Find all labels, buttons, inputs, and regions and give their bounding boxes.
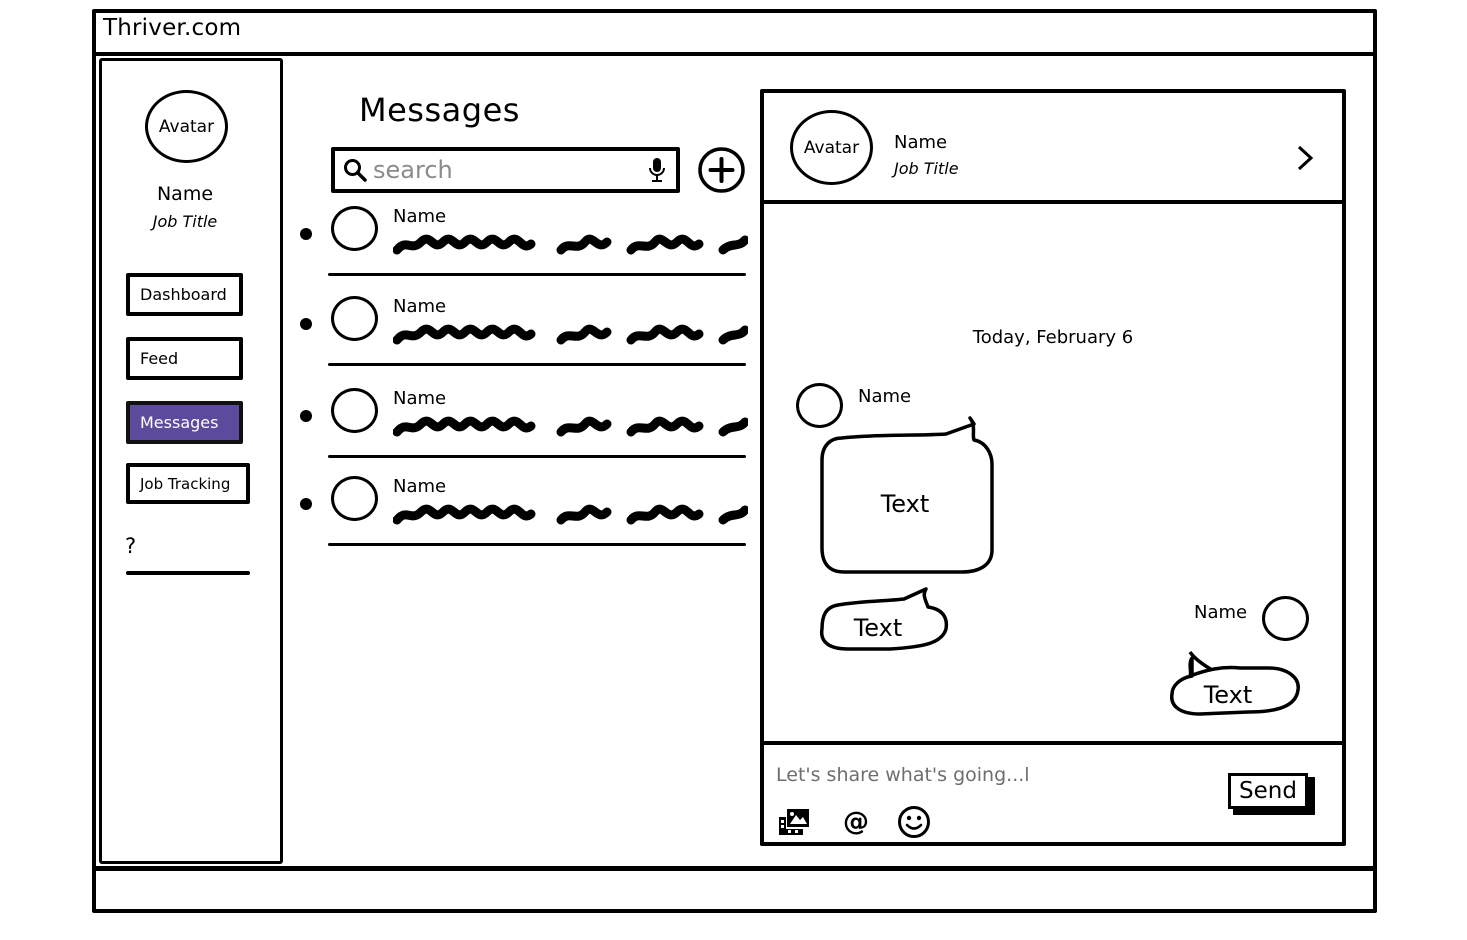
nav-job-tracking[interactable]: Job Tracking [126,463,250,504]
list-divider [328,543,746,546]
message-preview-scribble [393,234,748,255]
search-input[interactable]: search [373,156,453,184]
unread-dot [300,410,312,422]
sidebar [99,58,283,864]
list-divider [328,273,746,276]
plus-circle-icon [698,147,745,193]
send-button[interactable]: Send [1228,773,1308,809]
nav-dashboard[interactable]: Dashboard [126,273,243,316]
chat-contact-job-title: Job Title [894,159,959,178]
image-gallery-icon [779,809,809,835]
message-bubble [1170,650,1300,716]
nav-label: Dashboard [140,285,227,304]
message-text: Text [853,614,903,642]
message-bubble [820,416,994,574]
unread-dot [300,318,312,330]
attach-media-button[interactable] [776,805,812,839]
message-input[interactable] [776,760,1206,790]
message-text: Text [880,490,930,518]
nav-messages[interactable]: Messages [126,401,243,444]
sender-name: Name [858,386,912,407]
contact-avatar [331,476,378,521]
user-name: Name [156,183,214,205]
site-title: Thriver.com [103,15,242,41]
avatar-label: Avatar [803,137,860,158]
composer-divider [760,741,1346,745]
help-link[interactable]: ? [125,534,137,558]
user-avatar[interactable]: Avatar [145,90,228,163]
avatar-label: Avatar [158,116,215,137]
message-bubble [819,587,949,651]
unread-dot [300,228,312,240]
sender-avatar [1262,596,1309,641]
unread-dot [300,498,312,510]
message-text: Text [1203,681,1253,709]
user-job-title: Job Title [152,212,218,231]
conversation-item[interactable]: Name [296,476,748,566]
list-divider [328,455,746,458]
contact-name: Name [393,296,447,317]
send-label: Send [1239,778,1297,804]
chat-details-button[interactable] [1293,143,1317,173]
nav-label: Feed [140,349,179,368]
nav-feed[interactable]: Feed [126,337,243,380]
new-message-button[interactable] [698,147,745,193]
sender-avatar [796,383,843,428]
date-separator: Today, February 6 [972,327,1134,348]
help-underline [126,571,250,575]
contact-name: Name [393,476,447,497]
contact-avatar [331,388,378,433]
chat-contact-avatar[interactable]: Avatar [790,110,873,185]
list-divider [328,363,746,366]
chevron-right-icon [1297,145,1314,171]
message-preview-scribble [393,416,748,437]
chat-header [760,89,1346,204]
contact-name: Name [393,206,447,227]
title-bar [92,9,1377,56]
mention-icon: @ [843,807,869,837]
conversation-item[interactable]: Name [296,296,748,386]
message-preview-scribble [393,324,748,345]
microphone-icon[interactable] [648,157,666,183]
emoji-button[interactable] [896,805,932,839]
mention-button[interactable]: @ [838,805,874,839]
nav-label: Job Tracking [140,474,231,493]
emoji-icon [898,806,930,838]
conversation-item[interactable]: Name [296,206,748,296]
search-icon [343,158,367,182]
sender-name: Name [1194,602,1248,623]
nav-label: Messages [140,413,219,432]
page-title: Messages [359,91,520,129]
chat-contact-name: Name [894,132,948,153]
conversation-item[interactable]: Name [296,388,748,478]
contact-name: Name [393,388,447,409]
footer-divider [92,866,1377,871]
contact-avatar [331,206,378,251]
search-box[interactable]: search [331,147,680,193]
message-preview-scribble [393,504,748,525]
app-window [92,9,1377,913]
chat-thread [760,200,1346,846]
contact-avatar [331,296,378,341]
